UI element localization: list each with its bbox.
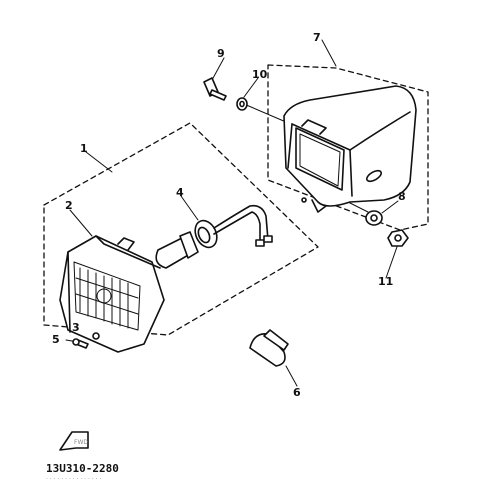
leader-lines bbox=[65, 39, 399, 387]
mounting-screw-5 bbox=[72, 338, 89, 349]
label-part-4: 4 bbox=[176, 186, 184, 199]
label-part-5: 5 bbox=[52, 333, 60, 346]
footer-fine-print: · · · · · · · · · · · · · · · bbox=[46, 476, 101, 483]
label-part-2: 2 bbox=[65, 199, 73, 212]
label-part-10: 10 bbox=[252, 68, 268, 81]
label-part-8: 8 bbox=[398, 190, 406, 203]
headlight-group-outline bbox=[43, 122, 319, 336]
nut-11 bbox=[387, 229, 409, 247]
label-part-1: 1 bbox=[80, 142, 88, 155]
label-part-6: 6 bbox=[293, 386, 301, 399]
headlight-housing bbox=[283, 85, 417, 213]
headlight-bulb bbox=[155, 231, 199, 269]
screw-3 bbox=[92, 332, 100, 340]
label-part-9: 9 bbox=[217, 47, 225, 60]
forward-arrow: FWD bbox=[59, 431, 89, 451]
drawing-code: 13U310-2280 bbox=[46, 462, 119, 475]
bolt-9 bbox=[203, 77, 227, 101]
bulb-6 bbox=[249, 329, 289, 367]
washer-10 bbox=[236, 97, 248, 111]
label-part-3: 3 bbox=[72, 321, 80, 334]
label-part-7: 7 bbox=[313, 31, 321, 44]
fwd-label: FWD bbox=[74, 439, 88, 446]
headlight-lens-unit bbox=[59, 235, 165, 353]
label-part-11: 11 bbox=[378, 275, 393, 288]
part-number-labels: 1 2 3 4 5 6 7 8 9 10 11 bbox=[52, 31, 406, 399]
housing-group-outline bbox=[267, 64, 429, 231]
bulb-socket-with-wires bbox=[194, 204, 273, 249]
grommet-8 bbox=[365, 210, 383, 226]
